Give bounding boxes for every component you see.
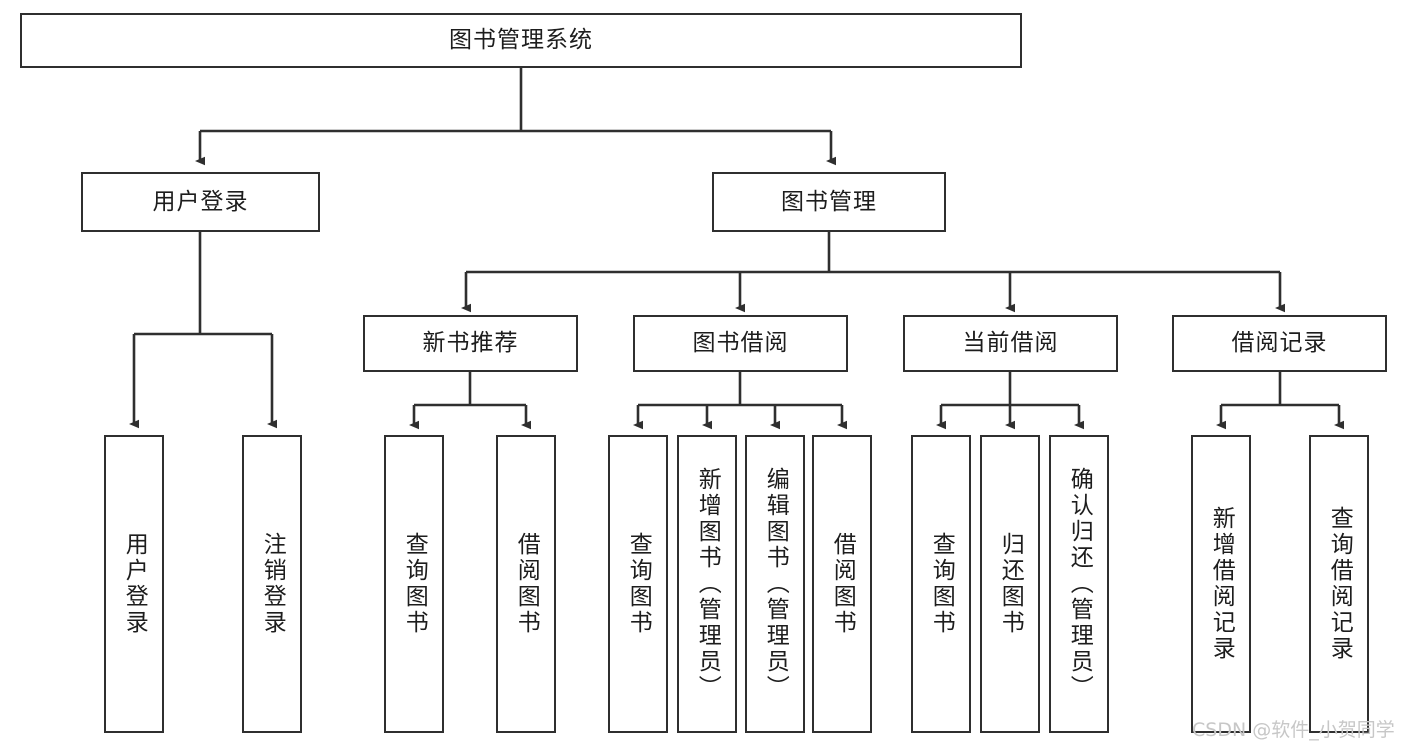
leaf-borrow-book-label: 借阅图书 [829, 532, 856, 636]
leaf-query-borrow-record[interactable]: 查询借阅记录 [1309, 435, 1369, 733]
leaf-logout-label: 注销登录 [259, 532, 286, 636]
leaf-add-book-admin[interactable]: 新增图书（管理员） [677, 435, 737, 733]
node-book-management-label: 图书管理 [781, 188, 877, 215]
node-root[interactable]: 图书管理系统 [20, 13, 1022, 68]
leaf-query-book-borrow[interactable]: 查询图书 [608, 435, 668, 733]
node-book-borrow[interactable]: 图书借阅 [633, 315, 848, 372]
leaf-user-login-label: 用户登录 [121, 532, 148, 636]
node-book-borrow-label: 图书借阅 [692, 330, 789, 357]
leaf-edit-book-admin-label: 编辑图书（管理员） [762, 467, 789, 701]
leaf-query-borrow-record-label: 查询借阅记录 [1326, 506, 1353, 662]
node-user-login-label: 用户登录 [152, 188, 249, 215]
node-current-borrow-label: 当前借阅 [962, 330, 1059, 357]
leaf-confirm-return-admin-label: 确认归还（管理员） [1066, 467, 1093, 701]
leaf-query-book-current-label: 查询图书 [928, 532, 955, 636]
leaf-query-book-current[interactable]: 查询图书 [911, 435, 971, 733]
node-new-book-recommend-label: 新书推荐 [422, 330, 519, 357]
leaf-edit-book-admin[interactable]: 编辑图书（管理员） [745, 435, 805, 733]
leaf-return-book-label: 归还图书 [997, 532, 1024, 636]
leaf-confirm-return-admin[interactable]: 确认归还（管理员） [1049, 435, 1109, 733]
leaf-add-borrow-record[interactable]: 新增借阅记录 [1191, 435, 1251, 733]
leaf-query-book-recommend-label: 查询图书 [401, 532, 428, 636]
leaf-add-book-admin-label: 新增图书（管理员） [694, 467, 721, 701]
leaf-borrow-book-recommend[interactable]: 借阅图书 [496, 435, 556, 733]
node-user-login[interactable]: 用户登录 [81, 172, 320, 232]
leaf-borrow-book-recommend-label: 借阅图书 [513, 532, 540, 636]
leaf-query-book-recommend[interactable]: 查询图书 [384, 435, 444, 733]
node-borrow-records[interactable]: 借阅记录 [1172, 315, 1387, 372]
node-borrow-records-label: 借阅记录 [1231, 330, 1328, 357]
node-book-management[interactable]: 图书管理 [712, 172, 946, 232]
node-current-borrow[interactable]: 当前借阅 [903, 315, 1118, 372]
node-new-book-recommend[interactable]: 新书推荐 [363, 315, 578, 372]
leaf-return-book[interactable]: 归还图书 [980, 435, 1040, 733]
node-root-label: 图书管理系统 [449, 27, 593, 54]
leaf-user-login[interactable]: 用户登录 [104, 435, 164, 733]
csdn-watermark: CSDN @软件_小贺同学 [1192, 719, 1395, 741]
leaf-borrow-book[interactable]: 借阅图书 [812, 435, 872, 733]
leaf-query-book-borrow-label: 查询图书 [625, 532, 652, 636]
leaf-logout[interactable]: 注销登录 [242, 435, 302, 733]
leaf-add-borrow-record-label: 新增借阅记录 [1208, 506, 1235, 662]
